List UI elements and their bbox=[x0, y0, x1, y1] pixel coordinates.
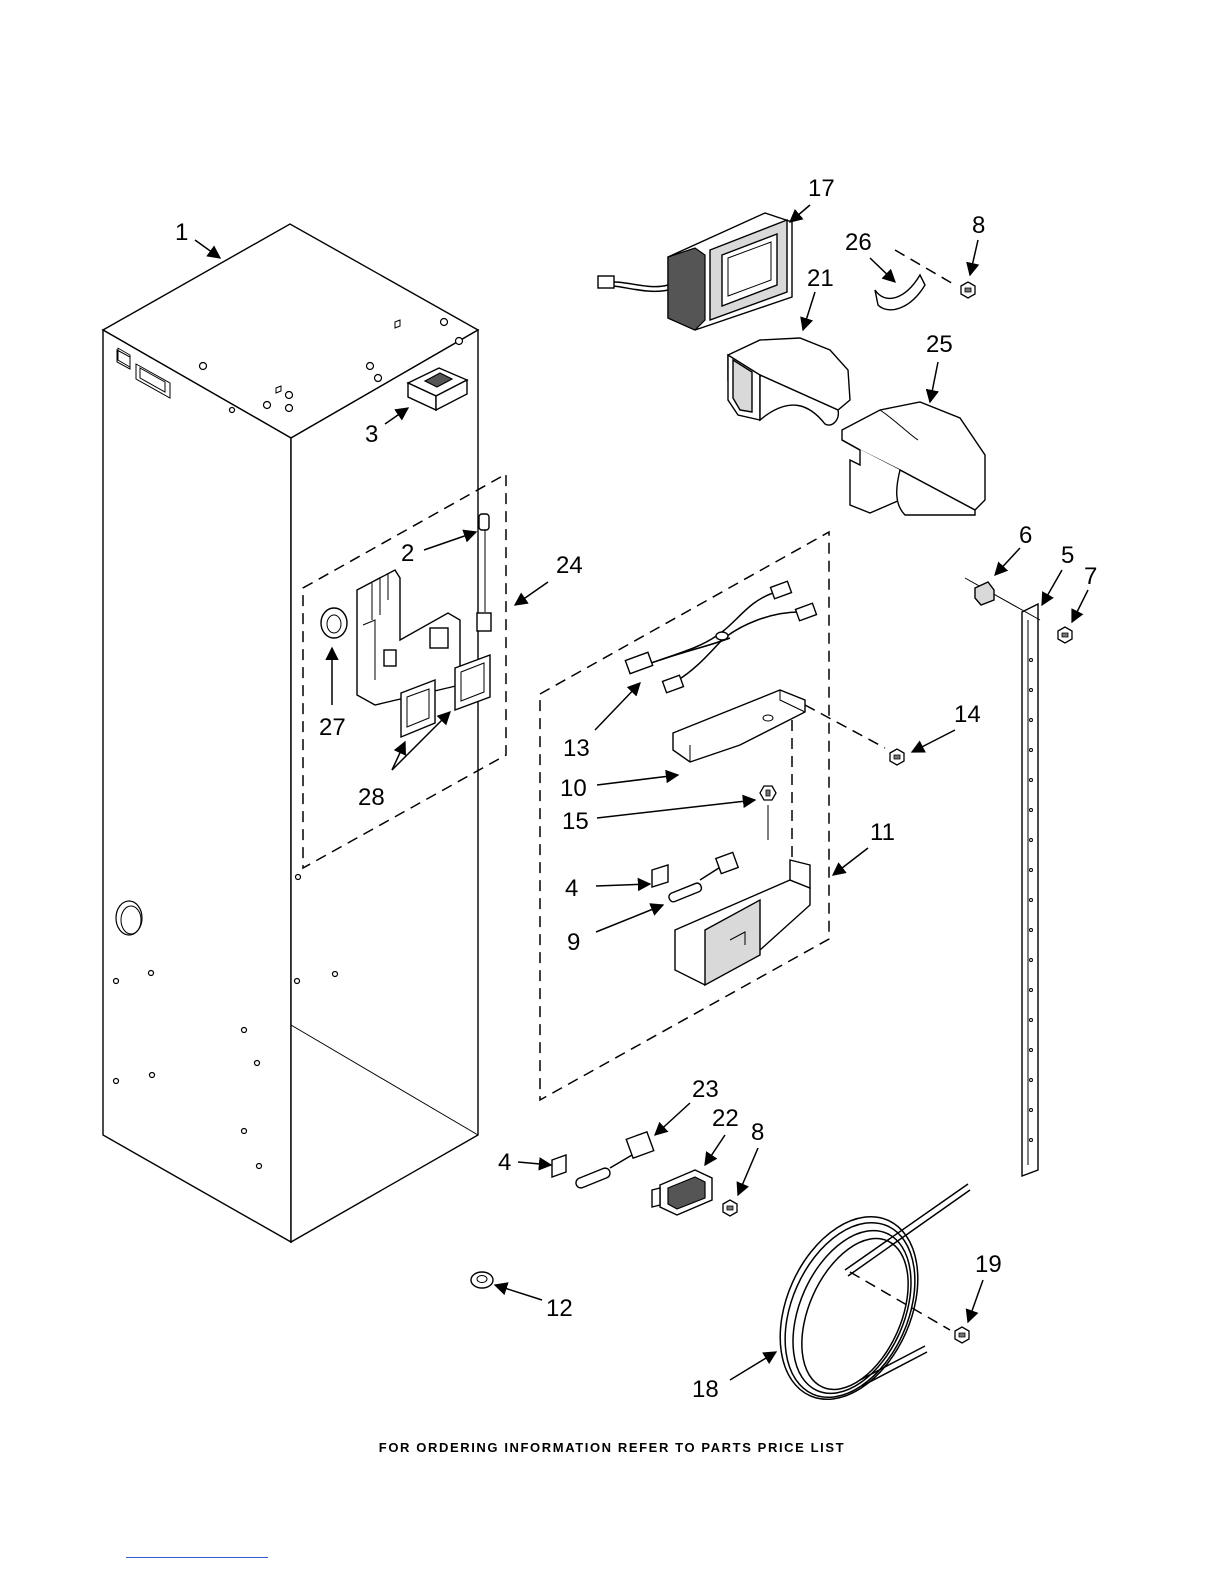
callout-9: 9 bbox=[567, 929, 580, 956]
callout-8-bottom: 8 bbox=[751, 1119, 764, 1146]
callout-24: 24 bbox=[556, 552, 583, 579]
callout-22: 22 bbox=[712, 1105, 739, 1132]
thermistor-drawing bbox=[652, 852, 738, 903]
callout-23: 23 bbox=[692, 1076, 719, 1103]
callout-18: 18 bbox=[692, 1376, 719, 1403]
callout-12: 12 bbox=[546, 1295, 573, 1322]
callout-11: 11 bbox=[870, 819, 895, 846]
ordering-info-footer: FOR ORDERING INFORMATION REFER TO PARTS … bbox=[0, 1440, 1224, 1455]
bottom-rule bbox=[126, 1557, 268, 1558]
callout-13: 13 bbox=[563, 735, 590, 762]
callout-15: 15 bbox=[562, 808, 589, 835]
sensor-cover-drawing bbox=[673, 690, 805, 762]
wire-harness-drawing bbox=[625, 581, 816, 692]
duct-cover-drawing bbox=[842, 402, 985, 515]
callout-17: 17 bbox=[808, 175, 835, 202]
callout-7: 7 bbox=[1084, 563, 1097, 590]
callout-2: 2 bbox=[401, 540, 414, 567]
callout-21: 21 bbox=[807, 265, 834, 292]
callout-4-bottom: 4 bbox=[498, 1149, 511, 1176]
sensor-housing-drawing bbox=[675, 860, 810, 985]
light-module-drawing bbox=[598, 213, 792, 330]
callout-25: 25 bbox=[926, 331, 953, 358]
switch-bottom-drawing bbox=[652, 1170, 712, 1215]
callout-14: 14 bbox=[954, 701, 981, 728]
callout-19: 19 bbox=[975, 1251, 1002, 1278]
callout-27: 27 bbox=[319, 714, 346, 741]
callout-28: 28 bbox=[358, 784, 385, 811]
duct-drawing bbox=[728, 338, 850, 425]
callout-3: 3 bbox=[365, 421, 378, 448]
retainer-clip-drawing bbox=[875, 275, 925, 310]
plug-drawing bbox=[471, 1272, 493, 1288]
callout-1: 1 bbox=[175, 219, 188, 246]
callout-10: 10 bbox=[560, 775, 587, 802]
callout-26: 26 bbox=[845, 229, 872, 256]
callout-4: 4 bbox=[565, 875, 578, 902]
callout-6: 6 bbox=[1019, 522, 1032, 549]
coiled-tubing-drawing bbox=[753, 1184, 970, 1421]
callout-8: 8 bbox=[972, 212, 985, 239]
callout-5: 5 bbox=[1061, 542, 1074, 569]
thermistor-bottom-drawing bbox=[552, 1132, 654, 1190]
